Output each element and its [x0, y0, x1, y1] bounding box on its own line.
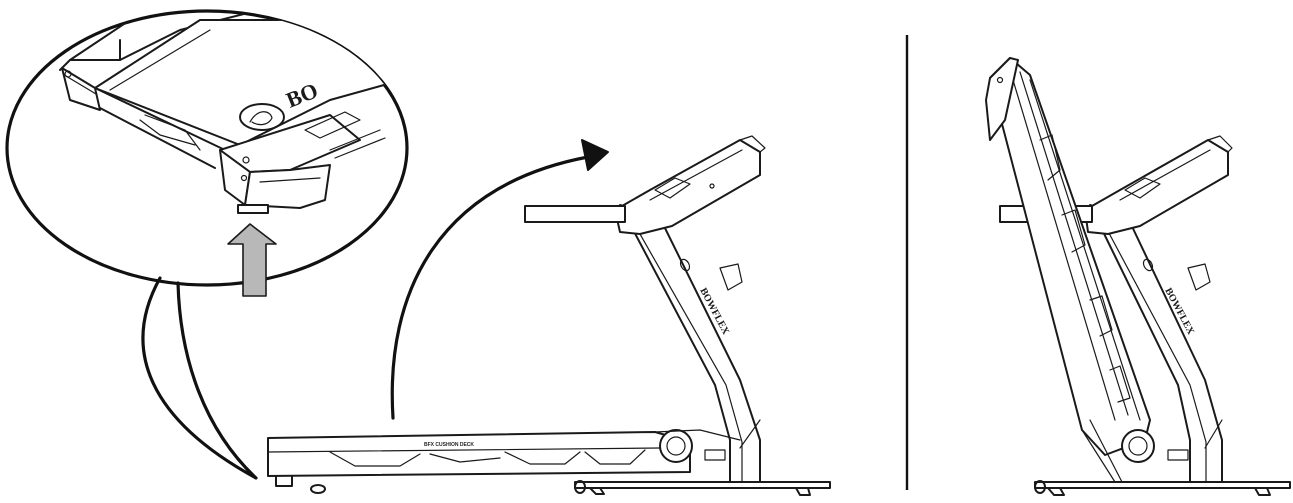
deck-label: BFX CUSHION DECK: [424, 442, 474, 448]
treadmill-folded: BOWFLEX: [985, 57, 1291, 496]
zoom-callout: BO: [5, 9, 409, 480]
treadmill-unfolded: BOWFLEX BFX CUSHION DECK: [267, 135, 831, 496]
upright-post: [619, 204, 761, 483]
zoom-detail: BO: [59, 11, 407, 214]
lift-arrow-icon: [227, 223, 277, 297]
pivot-wheel: [659, 429, 693, 463]
callout-tail: [141, 276, 258, 480]
folded-upright-post: [1089, 204, 1223, 483]
running-deck: [267, 431, 691, 477]
arrowhead-icon: [581, 139, 609, 171]
console: [614, 139, 761, 235]
leveling-foot: [237, 204, 269, 214]
handlebar: [524, 205, 626, 223]
brand-logo-icon: [239, 103, 285, 131]
callout-bubble: [5, 9, 409, 287]
folded-pivot-wheel: [1121, 429, 1155, 463]
fold-direction-arrow: [390, 139, 609, 420]
